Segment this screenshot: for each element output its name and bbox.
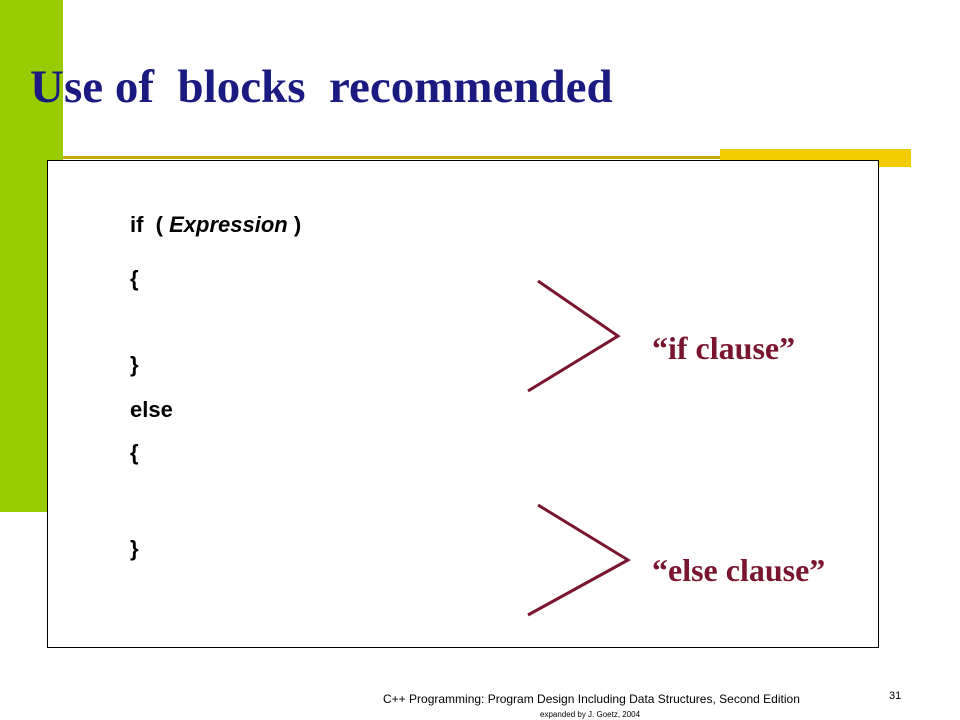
code-line-if: if ( Expression ) (130, 212, 301, 238)
code-open-brace-if: { (130, 266, 139, 291)
footer-subtext: expanded by J. Goetz, 2004 (540, 710, 641, 719)
code-if-keyword: if ( (130, 212, 170, 237)
code-close-brace-else: } (130, 536, 139, 561)
title-underline (63, 156, 911, 159)
code-panel (47, 160, 879, 648)
if-clause-label: “if clause” (652, 330, 796, 366)
slide-title: Use of blocks recommended (30, 61, 613, 113)
else-clause-label: “else clause” (652, 552, 826, 588)
code-open-brace-else: { (130, 440, 139, 465)
code-line-else: else (130, 397, 173, 422)
code-close-brace-if: } (130, 352, 139, 377)
slide-number: 31 (889, 690, 902, 702)
footer-text: C++ Programming: Program Design Includin… (383, 692, 800, 706)
code-if-close-paren: ) (287, 212, 302, 237)
code-expression: Expression (169, 212, 288, 237)
